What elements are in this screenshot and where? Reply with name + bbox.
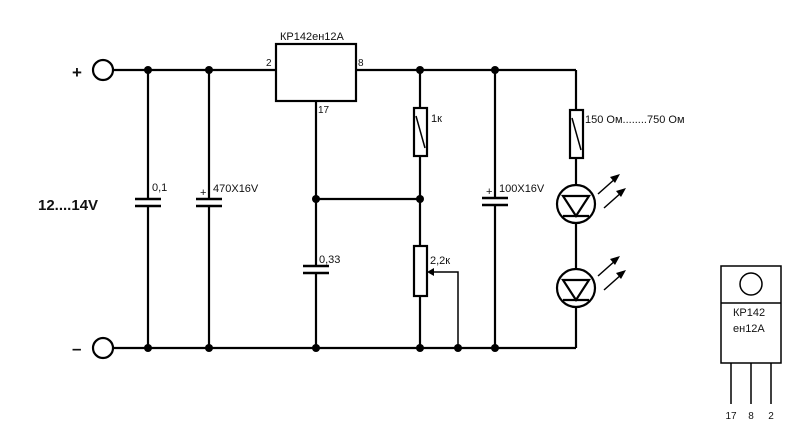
package-pin-left-label: 17 — [725, 411, 737, 422]
regulator-pin-out-label: 8 — [358, 58, 364, 69]
capacitor-c1: 0,1 — [135, 70, 167, 348]
resistor-r1: 1к — [412, 70, 442, 246]
plus-sign: + — [72, 63, 82, 82]
c2-value-label: 470X16V — [213, 183, 259, 195]
regulator-name-label: КР142ен12А — [280, 31, 345, 43]
package-pin-middle-label: 8 — [748, 411, 754, 422]
capacitor-c3: 0,33 — [303, 254, 340, 348]
junction-dots — [144, 66, 499, 352]
c3-value-label: 0,33 — [319, 254, 340, 266]
package-pinout: КР142 ен12А 17 8 2 — [720, 265, 782, 422]
minus-sign: – — [72, 339, 81, 358]
c4-value-label: 100X16V — [499, 183, 545, 195]
led-resistor-value-label: 150 Ом........750 Ом — [585, 114, 685, 126]
adjust-line — [314, 101, 420, 266]
package-line2-label: ен12А — [733, 323, 765, 335]
supply-voltage-label: 12....14V — [38, 197, 98, 214]
capacitor-c4: + 100X16V — [482, 70, 545, 348]
plus-terminal: + — [72, 58, 115, 82]
resistor-led: 150 Ом........750 Ом — [568, 108, 685, 186]
package-pin-right-label: 2 — [768, 411, 774, 422]
regulator-pin-adj-label: 17 — [318, 105, 330, 116]
r1-value-label: 1к — [431, 113, 442, 125]
potentiometer: 2,2к — [412, 244, 459, 348]
led-2 — [555, 256, 626, 348]
c2-polarity-mark: + — [200, 187, 206, 199]
package-line1-label: КР142 — [733, 307, 765, 319]
regulator-pin-in-label: 2 — [266, 58, 272, 69]
c1-value-label: 0,1 — [152, 182, 167, 194]
pot-value-label: 2,2к — [430, 255, 450, 267]
top-rail — [113, 68, 578, 110]
capacitor-c2: + 470X16V — [196, 70, 259, 348]
c4-polarity-mark: + — [486, 186, 492, 198]
led-1 — [555, 174, 626, 269]
minus-terminal: – — [72, 336, 115, 360]
